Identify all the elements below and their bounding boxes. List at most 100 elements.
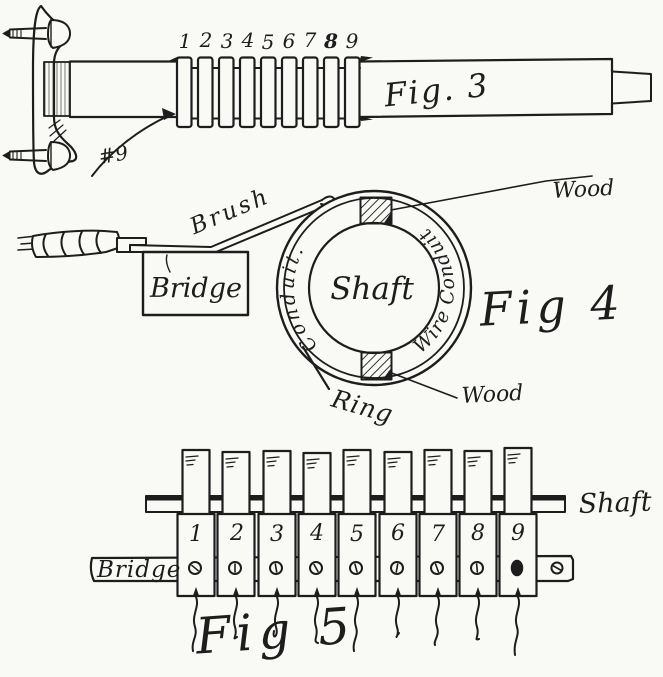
strip-lower-body: [176, 512, 216, 598]
shaft-end-stub: [611, 70, 652, 105]
strip-top-hatch: [467, 456, 481, 467]
segment-strip: [297, 451, 337, 644]
strip-screw: [510, 559, 524, 577]
ring-number: 4: [241, 28, 255, 52]
ring-number: 7: [304, 28, 317, 52]
figure5-group: Shaft Bridge 1 2 3 4 5 6 7 8 9 Fig 5: [89, 446, 652, 666]
segment-strip: [418, 448, 458, 646]
strip-upper-arm: [423, 448, 453, 519]
wire-arrowhead: [434, 587, 442, 597]
segment-strip: [257, 449, 297, 638]
segment-wire: [433, 596, 440, 646]
segment-wire: [395, 596, 400, 638]
bridge-end-screw-slot: [552, 565, 562, 571]
shaft-right: [358, 57, 614, 119]
ring-number: 9: [346, 29, 359, 53]
ring-number: 6: [283, 29, 296, 53]
wire-arrowhead: [514, 587, 522, 597]
fig3-ring: [301, 56, 319, 129]
segment-number: 9: [511, 521, 525, 546]
strip-top-hatch: [387, 457, 401, 468]
strip-top-hatch: [507, 453, 521, 464]
fig3-ring: [322, 56, 340, 129]
brush-arm-upper: [129, 199, 323, 248]
strip-top-hatch: [346, 455, 360, 466]
wire-arrowhead: [232, 587, 240, 597]
bridge-label: Bridge: [149, 273, 242, 304]
strip-upper-arm: [342, 448, 372, 519]
wood-bottom-wedge: [383, 367, 392, 379]
shaft-flare-left: [165, 56, 178, 63]
figure4-group: Brush Bridge Conduit. Wire Conduit Shaft…: [17, 175, 626, 430]
fig3-ring: [196, 56, 214, 129]
strip-lower-body: [297, 512, 337, 598]
strip-top-hatch: [427, 455, 441, 466]
fig3-ring: [259, 56, 277, 129]
segment-wire: [314, 596, 319, 644]
strip-lower-body: [418, 512, 458, 598]
strip-upper-arm: [463, 449, 493, 519]
segment-strip: [337, 448, 377, 652]
wood-label-bottom: Wood: [461, 381, 524, 409]
figure4-caption: Fig 4: [477, 275, 626, 337]
strip-upper-arm: [181, 448, 211, 519]
segment-number: 5: [350, 522, 364, 547]
figure3-group: 1 2 3 4 5 6 7 8 9 #9 Fig. 3: [2, 4, 652, 177]
segment-strip: [216, 450, 256, 640]
hub-shading: [48, 119, 67, 143]
wood-top-wedge: [384, 211, 392, 223]
figure5-caption: Fig 5: [193, 597, 358, 666]
segment-number-row: 1 2 3 4 5 6 7 8 9: [189, 521, 525, 547]
fig3-ring: [217, 56, 235, 129]
wire-arrowhead: [192, 587, 200, 597]
strip-screw-slot: [313, 563, 319, 573]
shaft-hub: [43, 61, 71, 117]
strip-top-hatch: [266, 456, 280, 467]
wire-arrowhead: [394, 587, 402, 597]
strip-lower-body: [337, 512, 377, 598]
segment-wire: [272, 596, 279, 638]
strip-screw-slot: [434, 563, 440, 573]
strip-screw-slot: [395, 563, 399, 573]
segment-strip: [498, 446, 538, 656]
bridge-box-tick: [165, 254, 171, 273]
segment-strip: [176, 448, 216, 652]
wire-arrowhead: [353, 587, 361, 597]
segment-number: 8: [471, 521, 485, 546]
segment-strip: [378, 450, 418, 638]
segment-wire: [475, 596, 480, 641]
segment-strip: [458, 449, 498, 641]
brush-label: Brush: [185, 183, 274, 240]
wood-top-leader: [390, 175, 593, 211]
wood-bottom-leader: [388, 371, 458, 399]
flange-screw-bottom: [2, 141, 72, 171]
ring-number-row: 1 2 3 4 5 6 7 8 9: [179, 28, 359, 54]
ring-number: 1: [179, 29, 192, 53]
segment-wire: [352, 596, 359, 652]
segment-number: 6: [391, 521, 405, 546]
ring-leader-line: [301, 345, 331, 391]
wood-block-top: [359, 196, 393, 225]
wire-arrowhead: [474, 587, 482, 597]
ring-stack: [175, 56, 361, 129]
segment-number: 1: [189, 522, 203, 547]
strip-upper-arm: [503, 446, 533, 519]
figure3-caption: Fig. 3: [381, 66, 491, 115]
ring-number: 2: [199, 28, 213, 52]
segment-number: 3: [270, 522, 284, 547]
strip-top-hatch: [185, 455, 199, 466]
fig5-shaft-label: Shaft: [578, 486, 652, 520]
strip-top-hatch: [306, 458, 320, 469]
fig3-ring: [343, 56, 361, 129]
segment-number: 7: [431, 522, 445, 547]
wire9-leader-line: [91, 115, 169, 177]
ring-label: Ring: [327, 384, 396, 430]
cable-group: [17, 229, 147, 258]
flange-screw-top: [2, 19, 72, 49]
strip-lower-body: [257, 512, 297, 598]
ring-number: 5: [262, 30, 275, 54]
fig3-ring: [175, 56, 193, 129]
strip-upper-arm: [221, 450, 251, 519]
wire9-label: #9: [97, 140, 130, 169]
